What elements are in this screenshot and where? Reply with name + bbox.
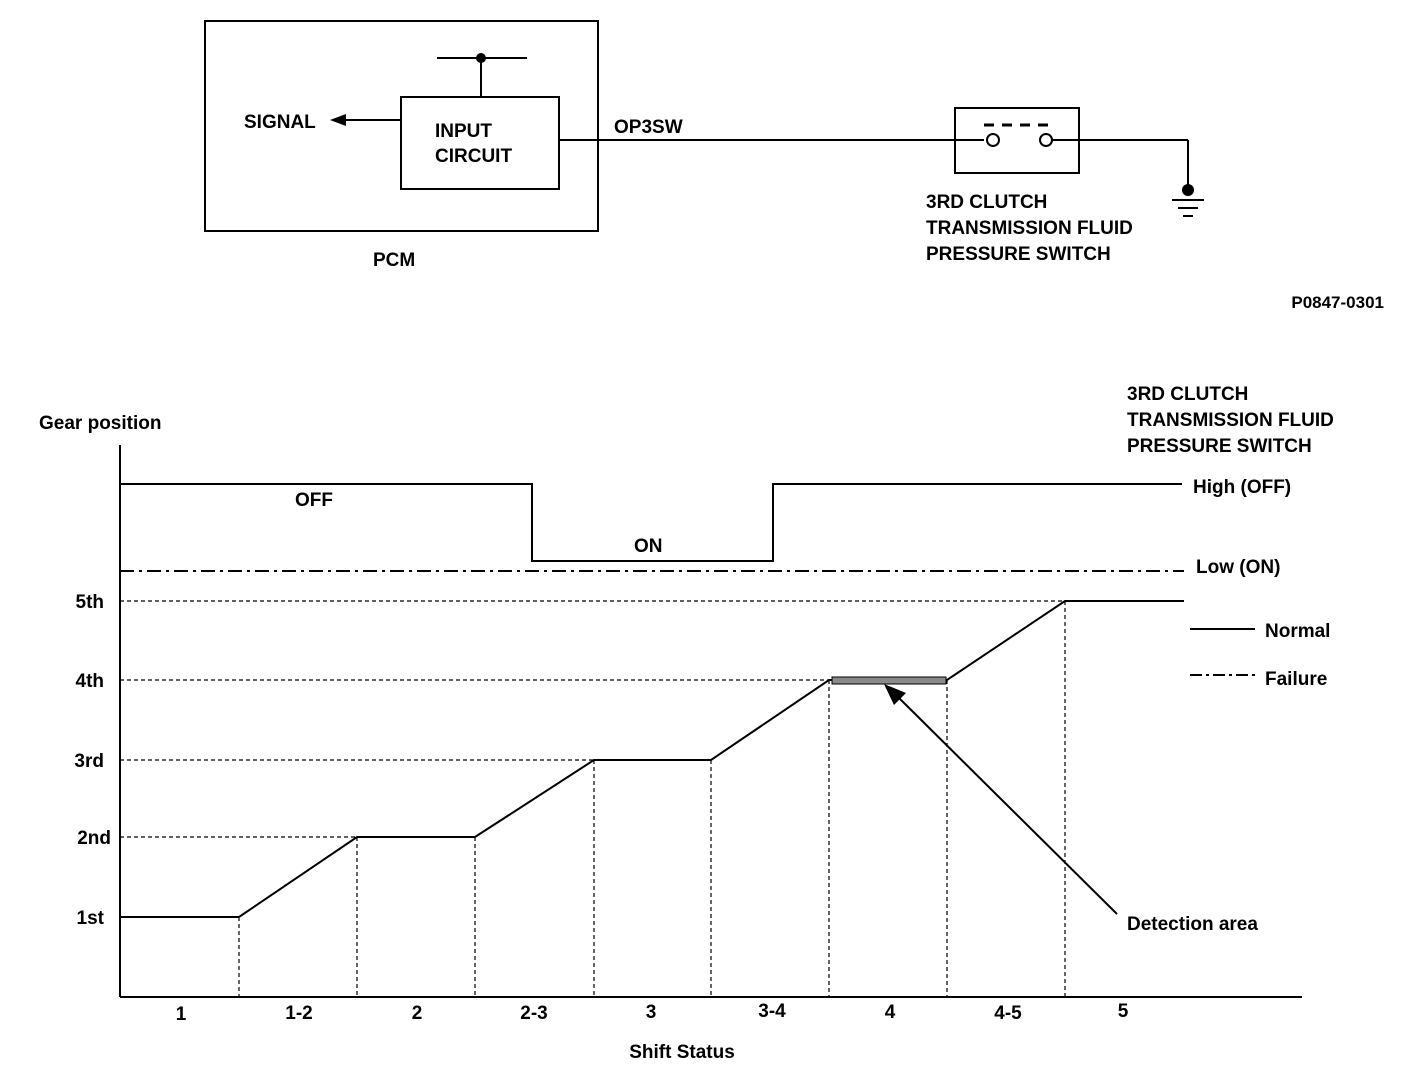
detection-arrow-icon xyxy=(884,684,906,705)
ground-node xyxy=(1182,184,1194,196)
input-circuit-label: CIRCUIT xyxy=(435,146,512,167)
input-circuit-label: INPUT xyxy=(435,121,492,142)
shift-status-label: 2-3 xyxy=(520,1003,547,1024)
shift-status-label: 2 xyxy=(412,1003,423,1024)
shift-status-label: 4-5 xyxy=(994,1003,1022,1024)
switch-title: 3RD CLUTCH xyxy=(1127,384,1248,405)
gear-label-2nd: 2nd xyxy=(77,828,111,849)
gear-guides xyxy=(120,600,1066,997)
low-label: Low (ON) xyxy=(1196,557,1280,578)
shift-status-label: 5 xyxy=(1118,1001,1129,1022)
shift-status-label: 3 xyxy=(646,1002,657,1023)
timing-diagram: Gear position Shift Status 3RD CLUTCH TR… xyxy=(39,384,1334,1063)
switch-label: TRANSMISSION FLUID xyxy=(926,218,1133,239)
pcm-label: PCM xyxy=(373,250,415,271)
input-circuit-box xyxy=(400,96,560,190)
gear-label-4th: 4th xyxy=(76,671,105,692)
y-axis-title: Gear position xyxy=(39,413,161,434)
shift-status-label: 1 xyxy=(176,1004,187,1025)
switch-title: TRANSMISSION FLUID xyxy=(1127,410,1334,431)
off-label: OFF xyxy=(295,490,333,511)
gear-position-trace xyxy=(120,600,1184,918)
detection-area-marker xyxy=(831,676,947,685)
shift-status-label: 1-2 xyxy=(285,1003,312,1024)
legend: Normal Failure xyxy=(1190,621,1330,690)
x-axis-title: Shift Status xyxy=(629,1042,735,1063)
gear-label-5th: 5th xyxy=(76,592,105,613)
switch-title: PRESSURE SWITCH xyxy=(1127,436,1312,457)
legend-failure-label: Failure xyxy=(1265,669,1327,690)
shift-status-label: 3-4 xyxy=(758,1001,786,1022)
detection-pointer-line xyxy=(897,696,1118,915)
legend-normal-label: Normal xyxy=(1265,621,1330,642)
gear-label-1st: 1st xyxy=(77,908,105,929)
signal-arrow-icon xyxy=(330,114,346,126)
switch-label: PRESSURE SWITCH xyxy=(926,244,1111,265)
circuit-diagram: SIGNAL INPUT CIRCUIT PCM OP3SW 3RD CLUTC… xyxy=(204,20,1384,312)
on-label: ON xyxy=(634,536,663,557)
pcm-box xyxy=(204,20,599,232)
signal-label: SIGNAL xyxy=(244,112,316,133)
switch-contact-icon xyxy=(1039,133,1053,147)
switch-signal-trace xyxy=(120,483,1182,562)
wire-label: OP3SW xyxy=(614,117,683,138)
ground-icon xyxy=(1172,199,1204,217)
switch-contact-icon xyxy=(986,133,1000,147)
shift-status-label: 4 xyxy=(885,1002,896,1023)
figure-code: P0847-0301 xyxy=(1291,293,1384,312)
gear-label-3rd: 3rd xyxy=(74,751,104,772)
switch-label: 3RD CLUTCH xyxy=(926,192,1047,213)
high-label: High (OFF) xyxy=(1193,477,1291,498)
detection-label: Detection area xyxy=(1127,914,1258,935)
